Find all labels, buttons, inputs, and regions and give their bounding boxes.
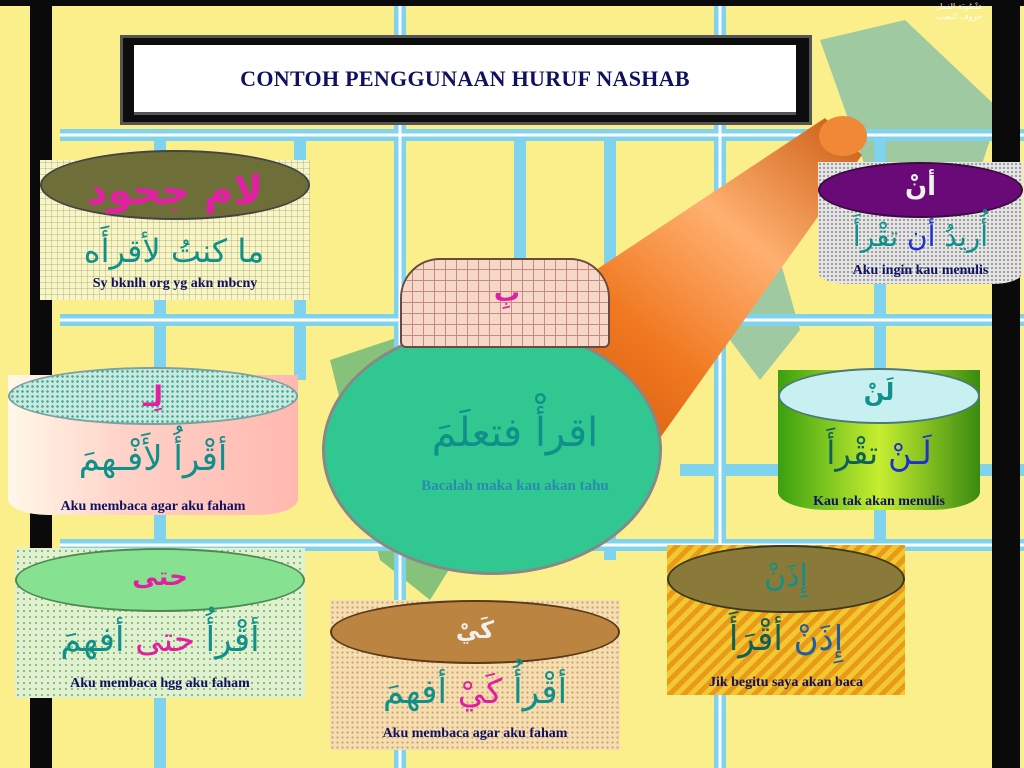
- card-header-ellipse: [330, 600, 620, 664]
- card-caption: Aku ingin kau menulis: [852, 263, 989, 278]
- card-header-text: لَنْ: [863, 378, 895, 406]
- card-an: أنْ أُريدُ أن تقْرأَ Aku ingin kau menul…: [818, 162, 1023, 284]
- center-caption: Bacalah maka kau akan tahu: [421, 478, 609, 494]
- top-black-bar: [0, 0, 1024, 6]
- card-lam-kay: لِـ أقْرأُ لأَفْـهمَ Aku membaca agar ak…: [8, 367, 298, 515]
- card-caption: Sy bknlh org yg akn mbcny: [92, 276, 258, 291]
- card-sentence: أُريدُ أن تقْرأَ: [818, 220, 1023, 253]
- corner-line: حروف النصب: [936, 12, 982, 21]
- card-caption: Jik begitu saya akan baca: [708, 675, 864, 690]
- sentence-part: أقْرأُ: [194, 620, 260, 660]
- card-header-ellipse: [818, 162, 1023, 218]
- card-header-text: حتى: [132, 562, 188, 592]
- card-header-ellipse: [778, 368, 980, 424]
- card-header-text: كَيْ: [455, 616, 495, 644]
- sentence-part: أقْرأُ: [502, 672, 568, 712]
- sentence-part: أفهمَ: [60, 620, 136, 660]
- card-caption: Kau tak akan menulis: [813, 494, 945, 509]
- card-hatta: حتى أقْرأُ حتى أفهمَ Aku membaca hgg aku…: [15, 548, 305, 698]
- card-sentence: لَـنْ تقْرأَ: [778, 434, 980, 472]
- particle-highlight: حتى: [135, 620, 195, 660]
- card-header-ellipse: [15, 548, 305, 612]
- corner-label: مَنْصُوبَة الفعل حروف النصب: [936, 2, 982, 22]
- particle-highlight: أن: [907, 220, 936, 253]
- sentence-part: أفهمَ: [382, 672, 458, 712]
- card-caption: Aku membaca agar aku faham: [60, 499, 246, 514]
- card-lan: لَنْ لَـنْ تقْرأَ Kau tak akan menulis: [778, 368, 980, 510]
- sentence-part: تقْرأَ: [852, 220, 908, 253]
- cone-tip: [819, 116, 867, 156]
- card-header-ellipse: [8, 367, 298, 425]
- page-title: CONTOH PENGGUNAAN HURUF NASHAB: [240, 65, 690, 91]
- particle-highlight: كَيْ: [457, 672, 503, 712]
- center-tag: بِ: [400, 258, 610, 348]
- card-sentence: أقْرأُ حتى أفهمَ: [15, 620, 305, 660]
- card-header-ellipse: [40, 150, 310, 220]
- sentence-part: أُريدُ: [935, 220, 989, 253]
- card-header-ellipse: [667, 545, 905, 613]
- sentence-part: تقْرأَ: [826, 434, 889, 472]
- card-caption: Aku membaca agar aku faham: [382, 726, 568, 741]
- card-header-text: أنْ: [904, 172, 937, 202]
- particle-highlight: إِذَنْ: [793, 619, 844, 659]
- card-sentence: أقْرأُ لأَفْـهمَ: [78, 439, 228, 479]
- card-caption: Aku membaca hgg aku faham: [70, 676, 250, 691]
- card-sentence: ما كنتُ لأقرأَه: [83, 232, 265, 270]
- card-kay: كَيْ أقْرأُ كَيْ أفهمَ Aku membaca agar …: [330, 600, 620, 750]
- card-sentence: أقْرأُ كَيْ أفهمَ: [330, 672, 620, 712]
- card-header-text: لام جحود: [86, 168, 264, 214]
- title-banner: CONTOH PENGGUNAAN HURUF NASHAB: [134, 45, 796, 115]
- card-header-text: لِـ: [142, 380, 164, 413]
- right-black-bar: [992, 0, 1020, 768]
- corner-line: مَنْصُوبَة الفعل: [936, 2, 982, 11]
- particle-highlight: لَـنْ: [888, 434, 932, 472]
- card-lam-juhud: لام جحود ما كنتُ لأقرأَه Sy bknlh org yg…: [40, 150, 310, 300]
- center-ellipse: [322, 325, 662, 575]
- card-sentence: إِذَنْ أقْرَأَ: [667, 619, 905, 659]
- card-idhan: إِذَنْ إِذَنْ أقْرَأَ Jik begitu saya ak…: [667, 545, 905, 695]
- card-header-text: إِذَنْ: [764, 559, 808, 594]
- sentence-part: أقْرَأَ: [728, 619, 794, 659]
- center-sentence: اقرأْ فتعلَمَ: [431, 410, 599, 456]
- center-tag-text: بِ: [493, 278, 521, 308]
